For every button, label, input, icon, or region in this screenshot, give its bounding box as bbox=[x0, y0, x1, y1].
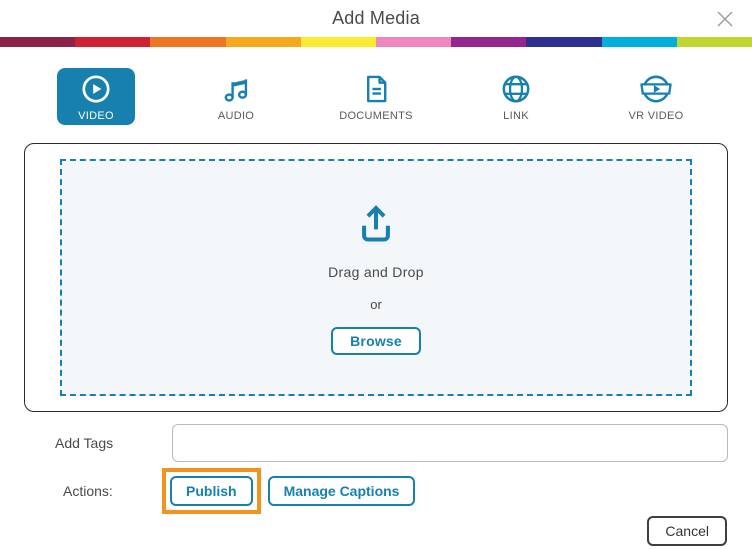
cancel-button[interactable]: Cancel bbox=[647, 516, 727, 546]
tab-vr-video[interactable]: VR VIDEO bbox=[617, 68, 695, 125]
tab-audio[interactable]: AUDIO bbox=[197, 68, 275, 125]
vr-sphere-icon bbox=[638, 72, 674, 106]
tab-audio-label: AUDIO bbox=[217, 109, 255, 122]
stripe-segment bbox=[225, 37, 301, 47]
upload-icon bbox=[354, 201, 398, 250]
close-button[interactable] bbox=[712, 7, 738, 33]
stripe-segment bbox=[676, 37, 752, 47]
publish-button[interactable]: Publish bbox=[170, 476, 253, 506]
manage-captions-button[interactable]: Manage Captions bbox=[267, 476, 416, 506]
stripe-segment bbox=[451, 37, 527, 47]
media-type-tabs: VIDEO AUDIO bbox=[0, 68, 752, 125]
tab-link-label: LINK bbox=[503, 109, 529, 122]
or-text: or bbox=[370, 296, 382, 312]
tab-video[interactable]: VIDEO bbox=[57, 68, 135, 125]
stripe-segment bbox=[601, 37, 677, 47]
close-icon bbox=[714, 8, 736, 33]
stripe-segment bbox=[300, 37, 377, 47]
actions-row: Actions: Publish Manage Captions bbox=[63, 468, 728, 514]
add-tags-input[interactable] bbox=[172, 424, 728, 462]
actions-label: Actions: bbox=[63, 483, 113, 499]
document-icon bbox=[359, 72, 393, 106]
stripe-segment bbox=[75, 37, 151, 47]
stripe-segment bbox=[376, 37, 452, 47]
dialog-title: Add Media bbox=[332, 8, 420, 28]
publish-highlight-annotation: Publish bbox=[162, 468, 261, 514]
add-tags-row: Add Tags bbox=[55, 424, 728, 462]
upload-panel: Drag and Drop or Browse bbox=[24, 143, 728, 412]
drag-drop-text: Drag and Drop bbox=[328, 263, 424, 280]
dialog-header: Add Media bbox=[0, 0, 752, 37]
music-notes-icon bbox=[219, 72, 253, 106]
stripe-segment bbox=[0, 37, 76, 47]
browse-button[interactable]: Browse bbox=[331, 326, 421, 355]
tab-documents[interactable]: DOCUMENTS bbox=[337, 68, 415, 125]
dialog-footer: Cancel bbox=[0, 516, 752, 546]
drag-drop-zone[interactable]: Drag and Drop or Browse bbox=[60, 159, 692, 396]
brand-rainbow-stripe bbox=[0, 37, 752, 47]
tab-vr-video-label: VR VIDEO bbox=[628, 109, 684, 122]
tab-video-label: VIDEO bbox=[78, 109, 114, 122]
tab-documents-label: DOCUMENTS bbox=[339, 109, 413, 122]
globe-icon bbox=[499, 72, 533, 106]
stripe-segment bbox=[150, 37, 226, 47]
tab-link[interactable]: LINK bbox=[477, 68, 555, 125]
stripe-segment bbox=[526, 37, 602, 47]
add-tags-label: Add Tags bbox=[55, 435, 114, 451]
play-circle-icon bbox=[79, 72, 113, 106]
